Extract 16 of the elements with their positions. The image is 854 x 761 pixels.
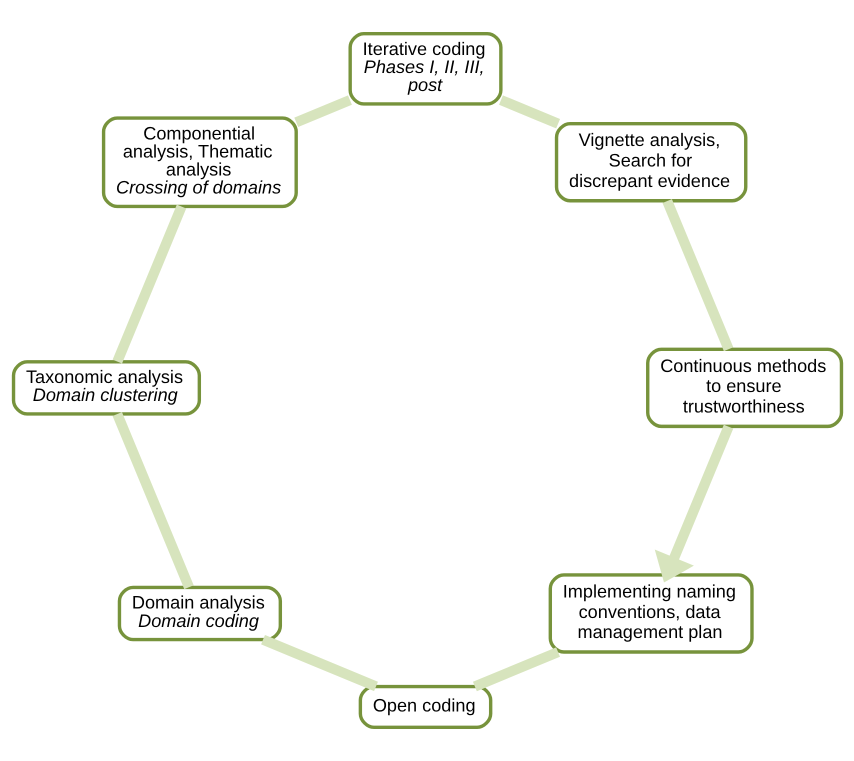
connector — [112, 204, 186, 364]
node-box: Taxonomic analysis Domain clustering — [11, 360, 201, 416]
connector — [260, 634, 378, 692]
node-box: Continuous methods to ensure trustworthiness — [646, 348, 843, 428]
arrow — [654, 424, 733, 582]
connector — [662, 199, 733, 352]
node-box: Open coding — [358, 684, 492, 730]
connector — [294, 95, 352, 128]
node-box: Domain analysis Domain coding — [117, 586, 282, 642]
node-box: Componential analysis, Thematic analysis Crossing of domains — [101, 116, 298, 208]
connector — [498, 95, 560, 128]
node-box: Iterative coding Phases I, II, III, post — [348, 32, 502, 106]
node-box: Vignette analysis, Search for discrepant evidence — [554, 122, 747, 202]
connector — [472, 647, 560, 692]
node-box: Implementing naming conventions, data management plan — [548, 573, 754, 654]
connector — [112, 412, 194, 590]
